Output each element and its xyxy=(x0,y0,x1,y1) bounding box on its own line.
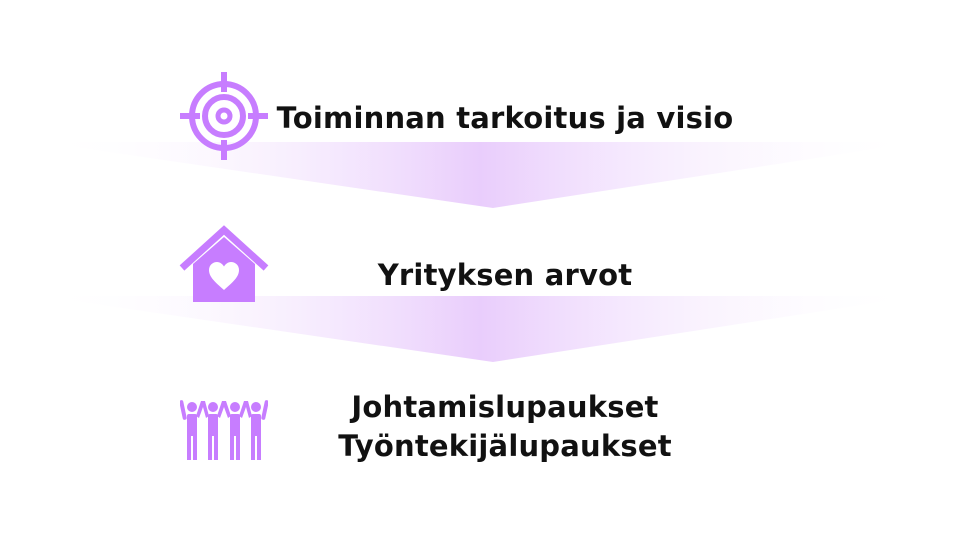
step-3-label-line-2: Työntekijälupaukset xyxy=(338,429,672,463)
house-heart-icon xyxy=(179,225,269,302)
chevron-arrow-2 xyxy=(40,296,920,362)
target-crosshair-icon xyxy=(180,72,268,160)
people-group-icon xyxy=(180,400,268,460)
chevron-arrow-1 xyxy=(40,142,920,208)
step-3-label-line-1: Johtamislupaukset xyxy=(351,390,659,424)
step-2-label: Yrityksen arvot xyxy=(377,258,633,292)
step-1-label: Toiminnan tarkoitus ja visio xyxy=(276,101,734,135)
